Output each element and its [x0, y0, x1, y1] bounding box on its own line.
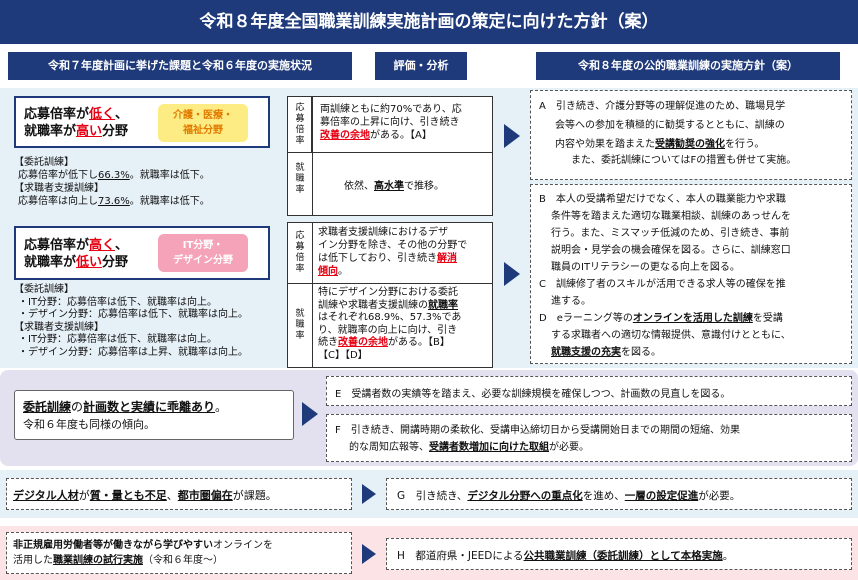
- header-issues: 令和７年度計画に挙げた課題と令和６年度の実施状況: [8, 52, 352, 80]
- eval2-label-application: 応募倍率: [295, 231, 305, 274]
- page-title: 令和８年度全国職業訓練実施計画の策定に向けた方針（案）: [0, 0, 858, 44]
- eval1-label-application-text: 応募倍率: [295, 103, 305, 146]
- policy-g-text: G 引き続き、デジタル分野への重点化を進め、一層の設定促進が必要。: [397, 490, 741, 502]
- arrow-right-icon: [504, 262, 520, 286]
- eval1-label-employment: 就職率: [295, 163, 305, 195]
- arrow-right-icon: [362, 484, 376, 504]
- issue1-heading: 応募倍率が低く、 就職率が高い分野: [24, 107, 129, 139]
- policy-bcd-text: B 本人の受講希望だけでなく、本人の職業能力や求職 条件等を踏まえた適切な職業相…: [539, 194, 791, 358]
- header-evaluation: 評価・分析: [375, 52, 467, 80]
- policy-e-box: E 受講者数の実績等を踏まえ、必要な訓練規模を確保しつつ、計画数の見直しを図る。: [326, 376, 852, 406]
- issue4-text: デジタル人材が質・量とも不足、都市圏偏在が課題。: [13, 489, 277, 502]
- arrow-right-icon: [302, 402, 318, 426]
- policy-a-text: A 引き続き、介護分野等の理解促進のため、職場見学 会等への参加を積極的に勧奨す…: [539, 101, 797, 166]
- issue3-text: 委託訓練の計画数と実績に乖離あり。 令和６年度も同様の傾向。: [23, 400, 228, 431]
- issue2-box: 応募倍率が高く、 就職率が低い分野 IT分野・デザイン分野: [14, 226, 270, 280]
- policy-bcd-box: B 本人の受講希望だけでなく、本人の職業能力や求職 条件等を踏まえた適切な職業相…: [530, 184, 852, 364]
- header-policy: 令和８年度の公的職業訓練の実施方針（案）: [536, 52, 840, 80]
- policy-f-box: F 引き続き、開講時期の柔軟化、受講申込締切日から受講開始日までの期間の短縮、効…: [326, 414, 852, 462]
- issue3-box: 委託訓練の計画数と実績に乖離あり。 令和６年度も同様の傾向。: [14, 390, 294, 440]
- eval1-label-application: [288, 97, 312, 153]
- issue2-heading: 応募倍率が高く、 就職率が低い分野: [24, 238, 129, 270]
- issue1-box: 応募倍率が低く、 就職率が高い分野 介護・医療・福祉分野: [14, 96, 270, 148]
- policy-f-text: F 引き続き、開講時期の柔軟化、受講申込締切日から受講開始日までの期間の短縮、効…: [335, 425, 741, 453]
- arrow-right-icon: [504, 124, 520, 148]
- policy-a-box: A 引き続き、介護分野等の理解促進のため、職場見学 会等への参加を積極的に勧奨す…: [530, 90, 852, 180]
- issue2-details: 【委託訓練】 ・IT分野：応募倍率は低下、就職率は向上。 ・デザイン分野：応募倍…: [14, 284, 248, 358]
- policy-e-text: E 受講者数の実績等を踏まえ、必要な訓練規模を確保しつつ、計画数の見直しを図る。: [335, 389, 731, 400]
- issue1-details: 【委託訓練】 応募倍率が低下し66.3%。就職率は低下。 【求職者支援訓練】 応…: [14, 157, 210, 207]
- issue5-text: 非正規雇用労働者等が働きながら学びやすいオンラインを 活用した職業訓練の試行実施…: [13, 540, 273, 566]
- issue2-tag: IT分野・デザイン分野: [158, 234, 248, 272]
- eval1-application-text: 両訓練ともに約70%であり、応 募倍率の上昇に向け、引き続き 改善の余地がある。…: [320, 104, 462, 141]
- issue1-tag: 介護・医療・福祉分野: [158, 104, 248, 142]
- evaluation-table-2: 応募倍率 就職率 求職者支援訓練におけるデザ イン分野を除き、その他の分野で は…: [287, 222, 493, 368]
- eval1-employment-text: 依然、高水準で推移。: [344, 181, 444, 192]
- arrow-right-icon: [362, 544, 376, 564]
- issue5-box: 非正規雇用労働者等が働きながら学びやすいオンラインを 活用した職業訓練の試行実施…: [6, 532, 352, 574]
- policy-g-box: G 引き続き、デジタル分野への重点化を進め、一層の設定促進が必要。: [386, 478, 852, 510]
- policy-h-box: H 都道府県・JEEDによる公共職業訓練（委託訓練）として本格実施。: [386, 538, 852, 570]
- issue4-box: デジタル人材が質・量とも不足、都市圏偏在が課題。: [6, 478, 352, 510]
- eval2-label-employment: 就職率: [295, 309, 305, 341]
- policy-h-text: H 都道府県・JEEDによる公共職業訓練（委託訓練）として本格実施。: [397, 550, 734, 562]
- eval2-application-text: 求職者支援訓練におけるデザ イン分野を除き、その他の分野で は低下しており、引き…: [318, 227, 468, 277]
- eval2-employment-text: 特にデザイン分野における委託 訓練や求職者支援訓練の就職率 はそれぞれ68.9%…: [318, 287, 462, 361]
- evaluation-table-1: 応募倍率 就職率 両訓練ともに約70%であり、応 募倍率の上昇に向け、引き続き …: [287, 96, 493, 216]
